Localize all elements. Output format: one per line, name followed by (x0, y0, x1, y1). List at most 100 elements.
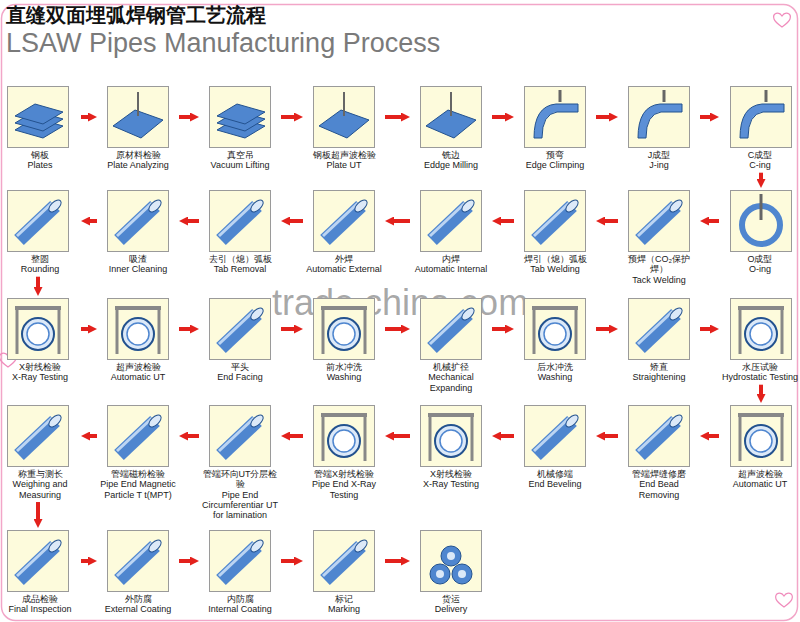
step-icon (420, 298, 482, 360)
step-label-zh: 矫直 (621, 362, 697, 372)
step-icon (313, 298, 375, 360)
machine-leg (471, 415, 474, 461)
step-label-zh: 标记 (306, 594, 382, 604)
step-label-en: O-ing (722, 264, 798, 274)
step-icon (7, 298, 69, 360)
step-label-zh: 超声波检验 (100, 362, 176, 372)
step-label-en: Delivery (413, 604, 489, 614)
step-label-zh: 管端X射线检验 (306, 469, 382, 479)
process-step: J成型J-ing (621, 86, 697, 171)
process-step: 钢板超声波检验Plate UT (306, 86, 382, 171)
process-step: 内焊Automatic Internal (413, 190, 489, 275)
step-label-zh: 货运 (413, 594, 489, 604)
step-icon (313, 190, 375, 252)
process-step: 预弯Edge Climping (517, 86, 593, 171)
step-label-zh: 成品检验 (2, 594, 78, 604)
bent-plate (740, 104, 784, 138)
flow-arrow (492, 115, 508, 119)
pipe-end (564, 413, 580, 429)
flow-arrow (700, 327, 713, 331)
step-icon (209, 298, 271, 360)
step-label-en: X-Ray Testing (2, 372, 78, 382)
pipe-end (668, 413, 684, 429)
pipe-end (47, 413, 63, 429)
step-icon (313, 405, 375, 467)
pipe-bore (440, 430, 462, 452)
flow-arrow (759, 173, 763, 182)
flow-arrow (281, 115, 297, 119)
machine-leg (739, 308, 742, 354)
flow-arrow (602, 434, 618, 438)
pipe-end (430, 564, 450, 584)
flow-arrow (385, 327, 404, 331)
pipe-highlight (219, 311, 254, 344)
step-label-en: J-ing (621, 160, 697, 170)
icon-ground (525, 406, 586, 467)
step-label-en: Washing (306, 372, 382, 382)
icon-ground (108, 531, 169, 592)
step-label-en: Plates (2, 160, 78, 170)
step-icon (730, 86, 792, 148)
step-label-zh: 外焊 (306, 254, 382, 264)
pipe-end (452, 564, 472, 584)
process-step: 标记Marking (306, 530, 382, 615)
pipe-highlight (219, 203, 254, 236)
flow-arrow (385, 559, 404, 563)
steel-plate (217, 104, 265, 124)
step-label-en: Automatic UT (722, 479, 798, 489)
step-label-zh: 超声波检验 (722, 469, 798, 479)
step-label-zh: X射线检验 (2, 362, 78, 372)
pipe-end (147, 413, 163, 429)
icon-ground (421, 406, 482, 467)
machine-leg (364, 415, 367, 461)
machine-beam (738, 306, 784, 310)
step-label-zh: 原材料检验 (100, 150, 176, 160)
step-label-zh: 机械修端 (517, 469, 593, 479)
icon-ground (314, 299, 375, 360)
pipe-highlight (323, 543, 358, 576)
pipe-bore (436, 570, 444, 578)
step-label-en: Vacuum Lifting (202, 160, 278, 170)
step-label-en: Inner Cleaning (100, 264, 176, 274)
step-icon (730, 298, 792, 360)
pipe-bore (458, 570, 466, 578)
step-label-en: Weighing and Measuring (2, 479, 78, 500)
pipe-highlight (17, 543, 52, 576)
flow-arrow (492, 327, 508, 331)
step-label-en: Eddge Milling (413, 160, 489, 170)
machine-beam (738, 413, 784, 417)
step-icon (107, 86, 169, 148)
tool (343, 92, 345, 116)
step-label-zh: 内焊 (413, 254, 489, 264)
step-icon (730, 405, 792, 467)
step-label-zh: J成型 (621, 150, 697, 160)
process-step: 管端焊缝修磨End Bead Removing (621, 405, 697, 500)
step-label-zh: 焊引（熄）弧板 (517, 254, 593, 264)
process-step: 超声波检验Automatic UT (100, 298, 176, 383)
pipe-bore (333, 323, 355, 345)
step-label-zh: 去引（熄）弧板 (202, 254, 278, 264)
step-icon (209, 86, 271, 148)
process-step: 原材料检验Plate Analyzing (100, 86, 176, 171)
process-step: 铣边Eddge Milling (413, 86, 489, 171)
flow-arrow (596, 115, 612, 119)
flow-arrow (179, 559, 193, 563)
machine-leg (158, 308, 161, 354)
step-label-zh: 整圆 (2, 254, 78, 264)
process-step: 称重与测长Weighing and Measuring (2, 405, 78, 500)
pipe-end (249, 198, 265, 214)
flow-arrow (185, 219, 199, 223)
tool (137, 92, 139, 116)
pipe-end (328, 318, 360, 350)
step-label-en: End Facing (202, 372, 278, 382)
step-label-en: Plate UT (306, 160, 382, 170)
flow-arrow (179, 327, 193, 331)
process-step: 整圆Rounding (2, 190, 78, 275)
pipe-highlight (638, 203, 673, 236)
process-step: 内防腐Internal Coating (202, 530, 278, 615)
process-step: 机械修端End Beveling (517, 405, 593, 490)
process-step: 机械扩径Mechanical Expanding (413, 298, 489, 393)
flow-arrow (281, 559, 297, 563)
pipe-end (435, 425, 467, 457)
icon-ground (731, 191, 792, 252)
